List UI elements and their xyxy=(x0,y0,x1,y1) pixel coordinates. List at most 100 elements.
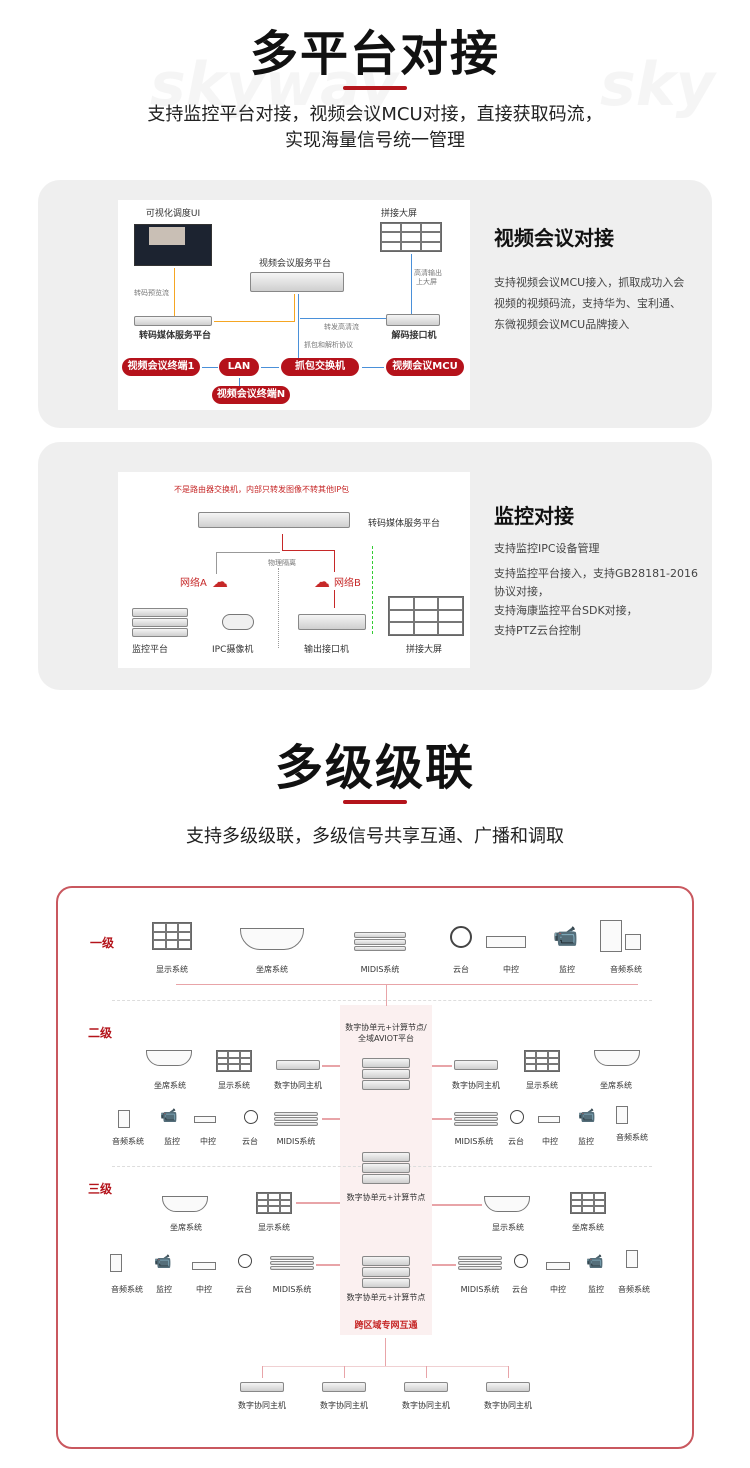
device-label: 坐席系统 xyxy=(600,1081,632,1090)
device-label: 坐席系统 xyxy=(154,1081,186,1090)
speaker-icon xyxy=(110,1254,122,1272)
collab-host-icon xyxy=(454,1060,498,1070)
device-label: 显示系统 xyxy=(218,1081,250,1090)
ptz-camera-icon xyxy=(244,1110,258,1124)
connector xyxy=(282,550,334,551)
display-system-icon xyxy=(570,1192,606,1214)
device-label: 中控 xyxy=(503,965,519,974)
monitor-desc-1: 支持监控IPC设备管理 xyxy=(494,542,600,555)
watermark-logo: skyway xyxy=(150,50,398,120)
device-label: MIDIS系统 xyxy=(276,1137,316,1146)
device-label: MIDIS系统 xyxy=(454,1137,494,1146)
midis-system-icon xyxy=(458,1256,502,1270)
device-label: 数字协同主机 xyxy=(484,1401,532,1410)
level-3-label: 三级 xyxy=(88,1182,113,1196)
monitor-platform-label: 监控平台 xyxy=(132,645,169,655)
device-label: 监控 xyxy=(578,1137,594,1146)
midis-system-icon xyxy=(354,932,406,952)
section-subtitle-line1: 支持监控平台对接，视频会议MCU对接，直接获取码流， xyxy=(147,104,603,125)
central-control-icon xyxy=(194,1116,216,1123)
device-label: 中控 xyxy=(550,1285,566,1294)
device-label: 音频系统 xyxy=(610,965,642,974)
video-desc-3: 东微视频会议MCU品牌接入 xyxy=(494,318,630,331)
lan-pill: LAN xyxy=(219,358,259,376)
video-wall-label: 拼接大屏 xyxy=(406,645,443,655)
connector xyxy=(334,550,335,572)
arrow xyxy=(239,378,240,386)
link-line xyxy=(432,1118,452,1120)
ui-label: 可视化调度UI xyxy=(145,209,201,219)
mcu-pill: 视频会议MCU xyxy=(386,358,464,376)
video-thumbnail xyxy=(149,227,185,245)
cascade-subtitle: 支持多级级联，多级信号共享互通、广播和调取 xyxy=(186,826,564,847)
video-wall-icon xyxy=(388,596,464,636)
cross-region-label: 跨区域专网互通 xyxy=(354,1321,418,1331)
device-label: 显示系统 xyxy=(492,1223,524,1232)
device-label: 数字协同主机 xyxy=(238,1401,286,1410)
surveillance-camera-icon: 📹 xyxy=(578,1108,596,1124)
connector xyxy=(216,552,280,553)
display-system-icon xyxy=(216,1050,252,1072)
compute-node-stack xyxy=(362,1256,410,1290)
device-label: 数字协同主机 xyxy=(452,1081,500,1090)
connector xyxy=(508,1366,509,1378)
ipc-camera-icon xyxy=(222,614,254,630)
speaker-small-icon xyxy=(625,934,641,950)
link-line xyxy=(322,1118,340,1120)
midis-system-icon xyxy=(270,1256,314,1270)
link-line xyxy=(316,1264,340,1266)
preview-stream-label: 转码预览流 xyxy=(134,289,169,297)
seat-system-icon xyxy=(146,1050,192,1066)
network-a-label: 网络A xyxy=(180,578,207,589)
compute-node-stack xyxy=(362,1058,410,1092)
monitor-desc-5: 支持PTZ云台控制 xyxy=(494,624,581,637)
central-control-icon xyxy=(546,1262,570,1270)
isolation-label: 物理隔离 xyxy=(268,559,296,567)
note-text: 不是路由器交换机，内部只转发图像不转其他IP包 xyxy=(174,485,350,494)
center-node-label-1: 数字协单元+计算节点/ xyxy=(345,1023,427,1032)
central-control-icon xyxy=(192,1262,216,1270)
device-label: MIDIS系统 xyxy=(460,1285,500,1294)
surveillance-camera-icon: 📹 xyxy=(160,1108,178,1124)
watermark-logo: sky xyxy=(600,50,715,120)
monitor-desc-3: 协议对接， xyxy=(494,585,549,598)
level1-trunk xyxy=(386,984,387,1006)
device-label: 云台 xyxy=(242,1137,258,1146)
device-label: 数字协同主机 xyxy=(402,1401,450,1410)
level-2-label: 二级 xyxy=(88,1026,113,1040)
ptz-camera-icon xyxy=(514,1254,528,1268)
monitor-desc-2: 支持监控平台接入，支持GB28181-2016 xyxy=(494,567,699,580)
surveillance-camera-icon: 📹 xyxy=(553,924,578,948)
video-desc-1: 支持视频会议MCU接入，抓取成功入会 xyxy=(494,276,685,289)
nvr-icon xyxy=(132,608,188,638)
surveillance-camera-icon: 📹 xyxy=(154,1254,172,1270)
display-system-icon xyxy=(256,1192,292,1214)
isolation-divider xyxy=(278,568,279,648)
collab-host-icon xyxy=(276,1060,320,1070)
section-title-cascade: 多级级联 xyxy=(274,740,475,796)
bottom-bus xyxy=(262,1366,508,1367)
terminal1-pill: 视频会议终端1 xyxy=(122,358,200,376)
connector xyxy=(334,590,335,608)
server-icon xyxy=(250,272,344,292)
speaker-icon xyxy=(616,1106,628,1124)
compute-node-stack xyxy=(362,1152,410,1186)
transcode-label: 转码媒体服务平台 xyxy=(368,519,441,529)
arrow xyxy=(362,367,384,368)
device-label: 中控 xyxy=(196,1285,212,1294)
ptz-camera-icon xyxy=(238,1254,252,1268)
speaker-icon xyxy=(626,1250,638,1268)
device-label: 云台 xyxy=(512,1285,528,1294)
connector xyxy=(411,254,412,314)
cascade-diagram-frame xyxy=(56,886,694,1449)
collab-host-icon xyxy=(322,1382,366,1392)
video-conference-title: 视频会议对接 xyxy=(494,226,614,250)
device-label: 云台 xyxy=(508,1137,524,1146)
bottom-trunk xyxy=(385,1338,386,1366)
platform-label: 视频会议服务平台 xyxy=(258,259,331,269)
title-underline xyxy=(343,800,407,804)
device-label: MIDIS系统 xyxy=(360,965,400,974)
midis-system-icon xyxy=(274,1112,318,1126)
screen-label: 拼接大屏 xyxy=(380,209,417,219)
level-separator xyxy=(112,1000,652,1001)
